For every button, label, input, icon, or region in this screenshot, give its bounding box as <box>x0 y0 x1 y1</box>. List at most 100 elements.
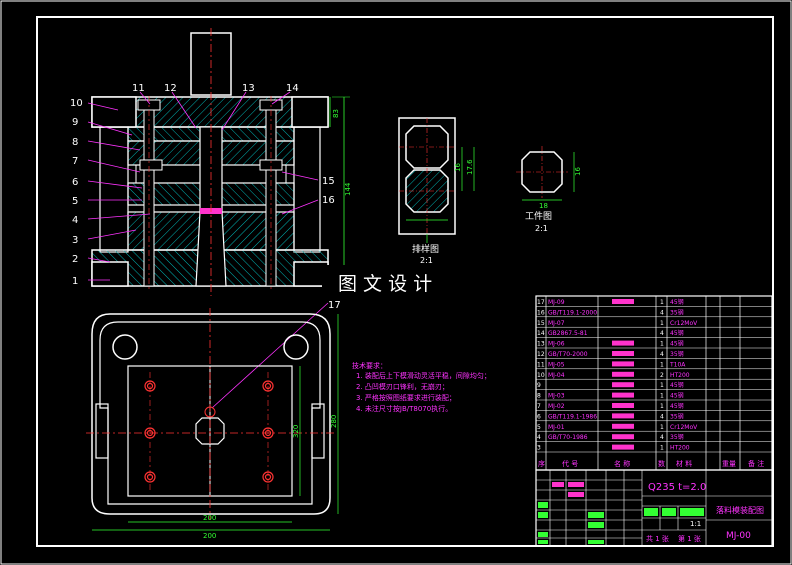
dim-280: 280 <box>330 415 338 428</box>
bom-row-code: MJ-07 <box>548 320 565 327</box>
bom-row-material: 45钢 <box>670 298 684 306</box>
watermark-background <box>322 265 472 299</box>
drawing-code: MJ-00 <box>726 531 751 541</box>
bom-row-number: 10 <box>537 372 545 379</box>
drawing-name: 落料模装配图 <box>716 505 764 515</box>
bom-row-material: HT200 <box>670 445 690 452</box>
bom-row-material: 45钢 <box>670 381 684 389</box>
front-section-view <box>91 28 350 296</box>
tech-req-line-3: 3. 严格按照图纸要求进行装配； <box>356 393 456 402</box>
bom-row-number: 16 <box>537 309 545 316</box>
dim-200-a: 200 <box>203 514 216 522</box>
bom-row-name-mark <box>612 340 634 346</box>
bom-row-name-mark <box>612 403 634 408</box>
bom-row-code: MJ-06 <box>548 341 565 348</box>
title-block <box>535 469 773 547</box>
plan-view <box>86 308 339 531</box>
bom-row-number: 11 <box>537 361 545 368</box>
bom-row-material: 45钢 <box>670 392 684 400</box>
watermark: 图 文 设 计 <box>338 273 432 295</box>
technical-requirements: 技术要求： 1. 装配后上下模滑动灵活平稳，间隙均匀； 2. 凸凹模刃口锋利，无… <box>352 361 491 413</box>
bom-row-code: GB2867.5-81 <box>548 330 588 337</box>
dim-17-6: 17.6 <box>466 159 474 175</box>
part-number-3: 3 <box>72 235 78 246</box>
bom-row-code: MJ-03 <box>548 393 565 400</box>
bom-row-number: 12 <box>537 351 545 358</box>
bom-row-material: 45钢 <box>670 329 684 337</box>
bom-row-name-mark <box>612 371 634 377</box>
part-number-8: 8 <box>72 137 78 148</box>
strip-layout-label: 排样图 <box>412 243 439 255</box>
part-number-17: 17 <box>328 300 341 311</box>
bom-row-qty: 1 <box>660 341 664 348</box>
bom-row-material: HT200 <box>670 372 690 379</box>
bom-row-name-mark <box>612 434 634 440</box>
bom-row-number: 17 <box>537 299 545 306</box>
bom-row-number: 15 <box>537 320 545 327</box>
front-dimensions: 83 144 <box>332 109 352 196</box>
bom-header-qty: 数 <box>658 459 665 468</box>
part-number-13: 13 <box>242 83 255 94</box>
dim-16-work: 16 <box>574 167 582 176</box>
bom-row-number: 4 <box>537 434 541 441</box>
part-number-10: 10 <box>70 98 83 109</box>
bom-header-note: 备 注 <box>748 459 764 468</box>
part-number-12: 12 <box>164 83 177 94</box>
bom-row-qty: 4 <box>660 330 664 337</box>
bom-row-qty: 1 <box>660 361 664 368</box>
drawing-scale: 1:1 <box>690 520 701 528</box>
bom-row-name-mark <box>612 382 634 388</box>
bom-row-code: GB/T70-1986 <box>548 434 588 441</box>
bom-row-qty: 1 <box>660 403 664 410</box>
bom-row-name-mark <box>612 351 634 356</box>
bom-row-material: 45钢 <box>670 340 684 348</box>
bom-row-material: T10A <box>669 361 686 368</box>
bom-header-code: 代 号 <box>562 459 578 468</box>
bom-row-name-mark <box>612 361 634 367</box>
bom-row-qty: 1 <box>660 445 664 452</box>
bom-row-code: MJ-01 <box>548 424 565 431</box>
bom-row-qty: 1 <box>660 393 664 400</box>
part-number-5: 5 <box>72 196 78 207</box>
bom-row-number: 8 <box>537 393 541 400</box>
bom-row-name-mark <box>612 299 634 304</box>
tech-req-title: 技术要求： <box>352 361 387 370</box>
bom-row-number: 7 <box>537 403 541 410</box>
left-part-numbers: 10 9 8 7 6 5 4 3 2 1 <box>70 98 83 287</box>
plan-dimensions: 200 200 320 280 <box>203 415 338 540</box>
bom-row-number: 9 <box>537 382 541 389</box>
bom-header-wt: 重量 <box>722 460 736 468</box>
sheet-total: 共 1 张 <box>646 534 669 543</box>
bom-row-material: 35钢 <box>670 412 684 420</box>
bom-row-number: 3 <box>537 445 541 452</box>
dim-320: 320 <box>292 425 300 438</box>
bom-row-qty: 4 <box>660 413 664 420</box>
tech-req-line-4: 4. 未注尺寸按JB/T8070执行。 <box>356 404 452 413</box>
bom-row-name-mark <box>612 413 634 419</box>
dim-18: 18 <box>539 202 548 210</box>
dim-16: 16 <box>454 163 462 172</box>
part-number-2: 2 <box>72 254 78 265</box>
bom-row-qty: 1 <box>660 320 664 327</box>
bom-row-number: 5 <box>537 424 541 431</box>
right-part-numbers: 15 16 17 <box>322 176 341 311</box>
bom-row-material: 45钢 <box>670 402 684 410</box>
bom-row-material: Cr12MoV <box>670 320 698 327</box>
bom-row-number: 13 <box>537 341 545 348</box>
strip-layout-view <box>398 117 475 243</box>
bom-row-qty: 1 <box>660 299 664 306</box>
bom-row-qty: 1 <box>660 424 664 431</box>
bom-row-material: Cr12MoV <box>670 424 698 431</box>
title-block-text: Q235 t=2.0 落料模装配图 MJ-00 1:1 共 1 张 第 1 张 <box>646 482 764 543</box>
workpiece-view <box>516 146 575 201</box>
bom-row-name-mark <box>612 392 634 398</box>
bom-row-code: MJ-02 <box>548 403 565 410</box>
workpiece-scale: 2:1 <box>535 224 548 233</box>
bom-row-qty: 2 <box>660 372 664 379</box>
part-number-9: 9 <box>72 117 78 128</box>
tech-req-line-2: 2. 凸凹模刃口锋利，无崩刃； <box>356 382 449 391</box>
bom-row-material: 35钢 <box>670 433 684 441</box>
part-number-7: 7 <box>72 156 78 167</box>
